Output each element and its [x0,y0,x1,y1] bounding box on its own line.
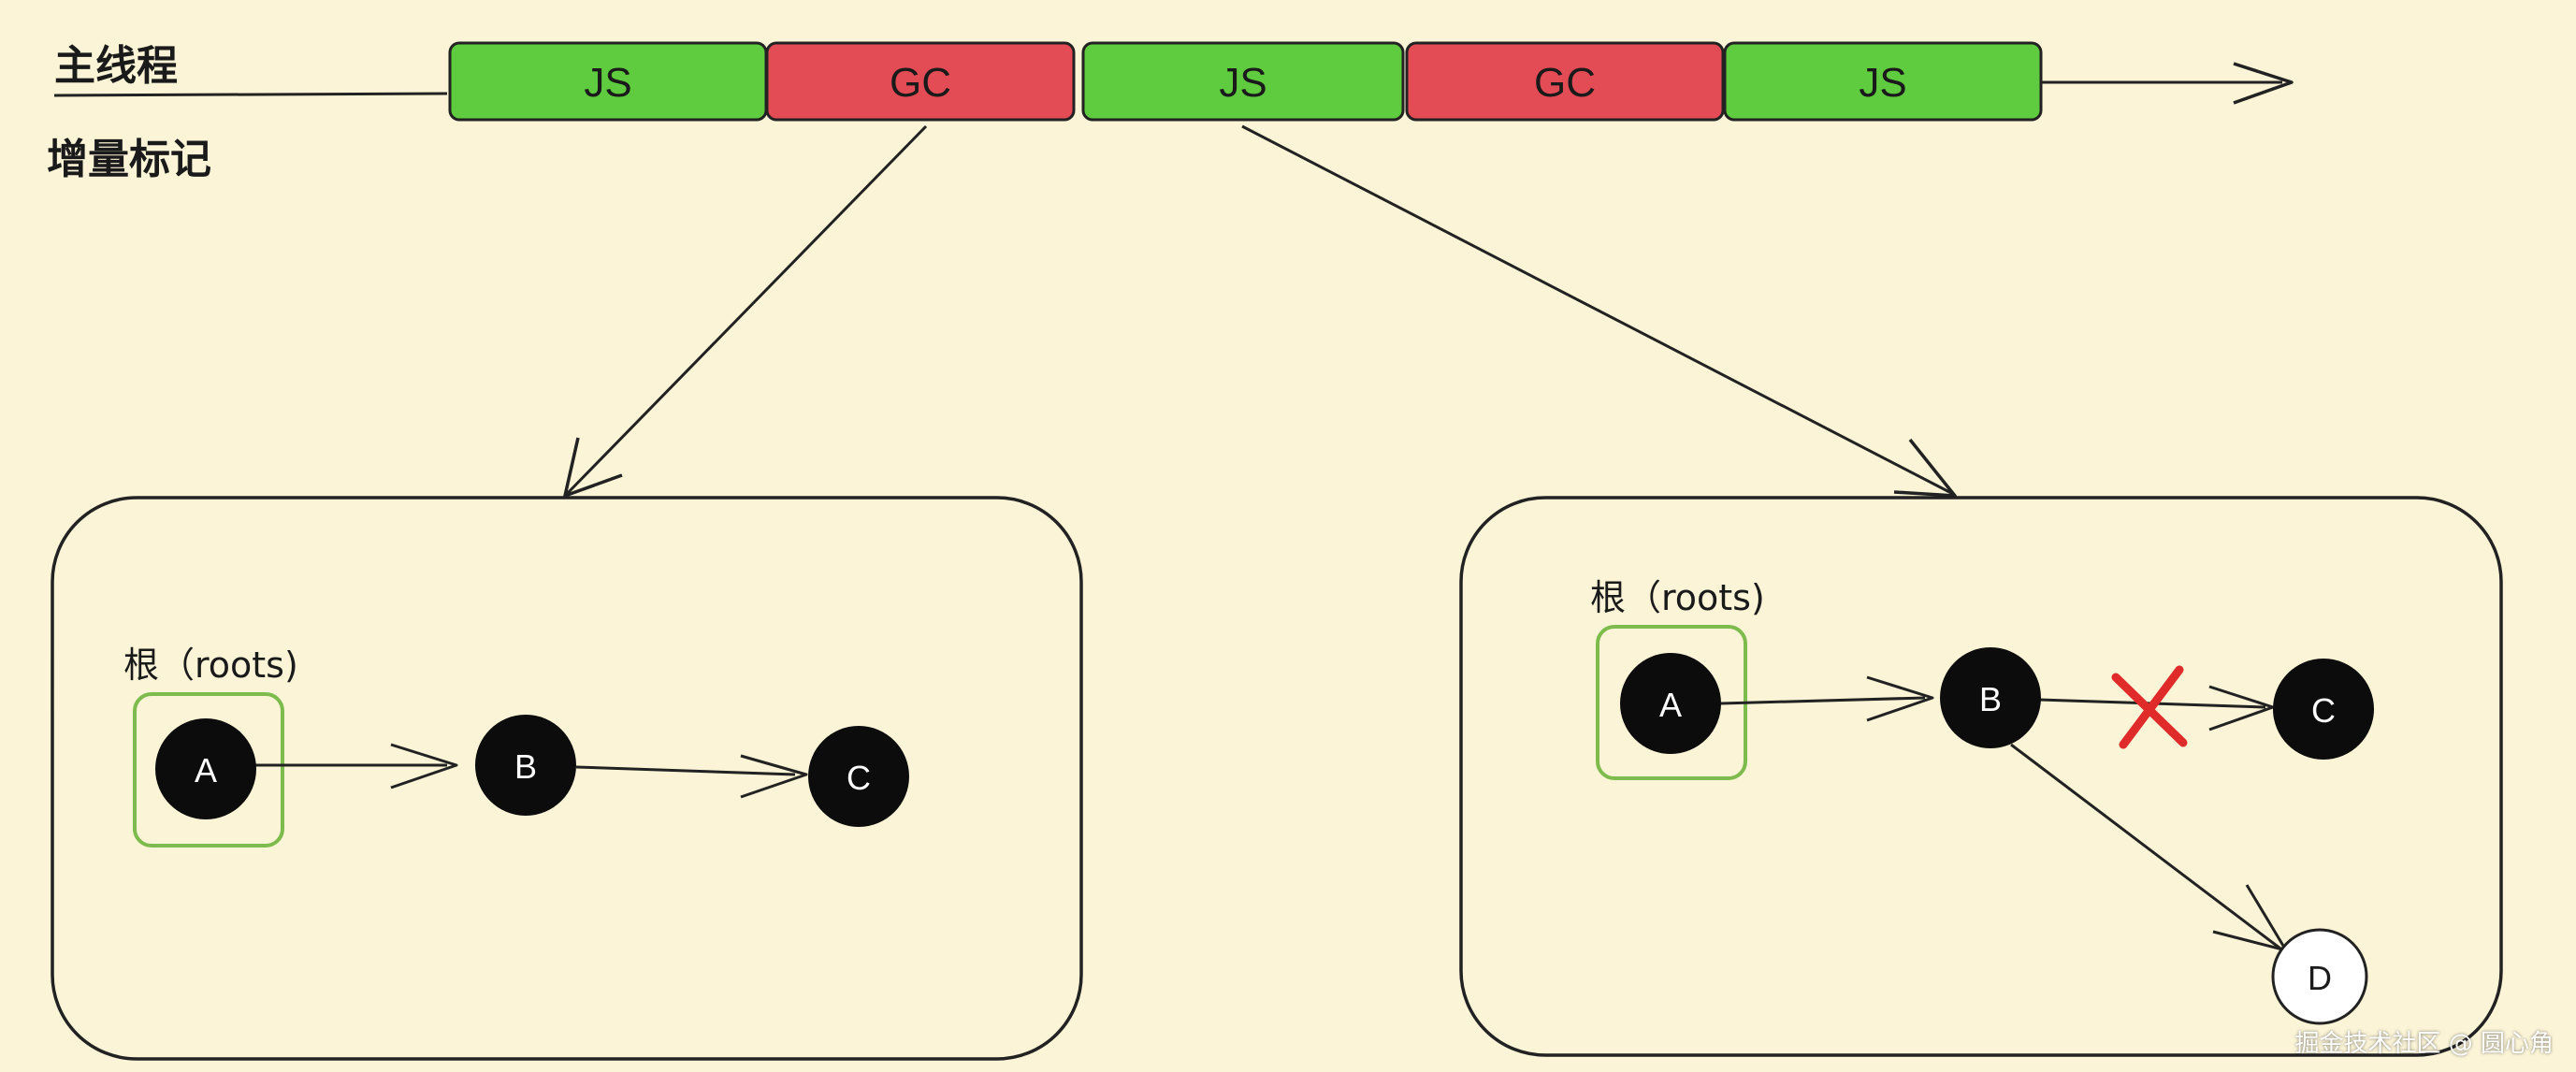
left-node-a-label: A [195,751,217,790]
segment-js-1-label: JS [584,60,631,106]
segment-js-3-label: JS [1859,60,1906,106]
gc-to-left-panel-arrowhead [563,437,623,498]
right-edge-a-b [1720,696,1926,705]
left-node-c [808,726,909,827]
segment-gc-2 [1405,41,1725,122]
timeline-segments: JS GC JS GC JS [448,41,2043,122]
left-edge-a-b-arrowhead [390,743,458,790]
left-panel-frame [51,496,1083,1061]
left-edge-b-c-arrowhead [740,754,808,799]
left-edge-b-c [575,765,796,776]
right-node-c [2273,659,2374,760]
right-node-b [1940,647,2041,748]
right-edge-b-d [2010,743,2281,950]
js-to-right-panel-arrow [1241,124,1954,496]
segment-gc-2-label: GC [1534,60,1596,106]
js-to-right-panel-arrowhead [1893,438,1957,498]
right-edge-a-b-arrowhead [1866,675,1934,722]
left-panel: A B C [51,496,1083,1061]
left-node-b [475,715,576,816]
main-thread-label: 主线程 [54,42,178,90]
right-root-label: 根（roots) [1590,577,1765,618]
incremental-marking-label: 增量标记 [47,136,211,183]
segment-js-2 [1081,41,1405,122]
segment-js-3 [1723,41,2043,122]
segment-js-2-label: JS [1219,60,1266,106]
right-node-d-label: D [2308,959,2332,997]
right-panel: A B C D [1459,496,2503,1057]
right-node-d [2271,928,2368,1025]
timeline-axis-left [53,92,448,97]
right-panel-frame [1459,496,2503,1057]
segment-gc-1 [765,41,1076,122]
right-node-c-label: C [2311,691,2336,730]
watermark: 掘金技术社区 @ 圆心角 [2294,1030,2554,1058]
left-root-highlight [133,692,284,847]
left-node-a [155,718,256,819]
left-node-b-label: B [514,747,537,786]
cut-mark-icon [2111,665,2188,749]
timeline-arrowhead [2233,62,2294,105]
left-root-label: 根（roots) [123,645,298,686]
right-edge-b-d-arrowhead [2212,884,2288,952]
right-node-b-label: B [1979,680,2002,718]
left-node-c-label: C [847,759,871,797]
right-node-a [1620,653,1721,754]
gc-to-left-panel-arrow [565,124,928,496]
segment-gc-1-label: GC [890,60,951,106]
right-node-a-label: A [1659,686,1682,724]
right-edge-b-c-arrowhead [2208,685,2275,732]
